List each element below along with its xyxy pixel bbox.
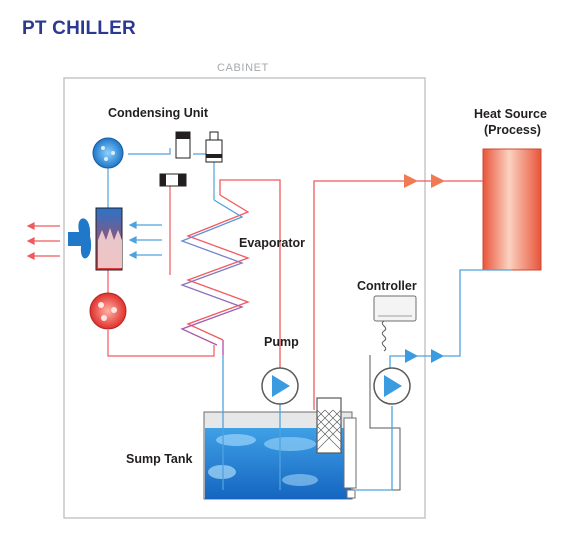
process-return-line bbox=[313, 180, 483, 410]
compressor bbox=[89, 292, 127, 330]
sump-tank-label: Sump Tank bbox=[126, 452, 193, 466]
solenoid-valve bbox=[205, 139, 223, 163]
condensing-unit-label: Condensing Unit bbox=[108, 106, 208, 120]
heat-source-sublabel: (Process) bbox=[484, 123, 541, 137]
process-pump-line bbox=[356, 406, 393, 491]
process-supply-line bbox=[389, 269, 512, 380]
cabinet-label: CABINET bbox=[217, 62, 269, 74]
fan-motor bbox=[68, 232, 82, 246]
evaporator-coil-refrigerant bbox=[180, 199, 244, 346]
flow-arrow-cold-2 bbox=[405, 349, 418, 363]
strainer bbox=[316, 397, 342, 454]
heat-source-label: Heat Source bbox=[474, 107, 547, 121]
controller-box bbox=[373, 295, 417, 322]
evaporator-label: Evaporator bbox=[239, 236, 305, 250]
page-title: PT CHILLER bbox=[22, 18, 136, 39]
flow-arrow-cold-1 bbox=[431, 349, 444, 363]
condenser-fan bbox=[78, 218, 92, 259]
controller-label: Controller bbox=[357, 279, 417, 293]
flow-arrow-hot-2 bbox=[404, 174, 418, 188]
evaporator-coil-water bbox=[186, 194, 250, 341]
controller-coil bbox=[381, 320, 387, 352]
cabinet-outline bbox=[63, 77, 426, 519]
flow-arrow-hot-1 bbox=[431, 174, 445, 188]
receiver bbox=[92, 137, 124, 169]
heat-source-box bbox=[482, 148, 542, 271]
pump-label: Pump bbox=[264, 335, 299, 349]
